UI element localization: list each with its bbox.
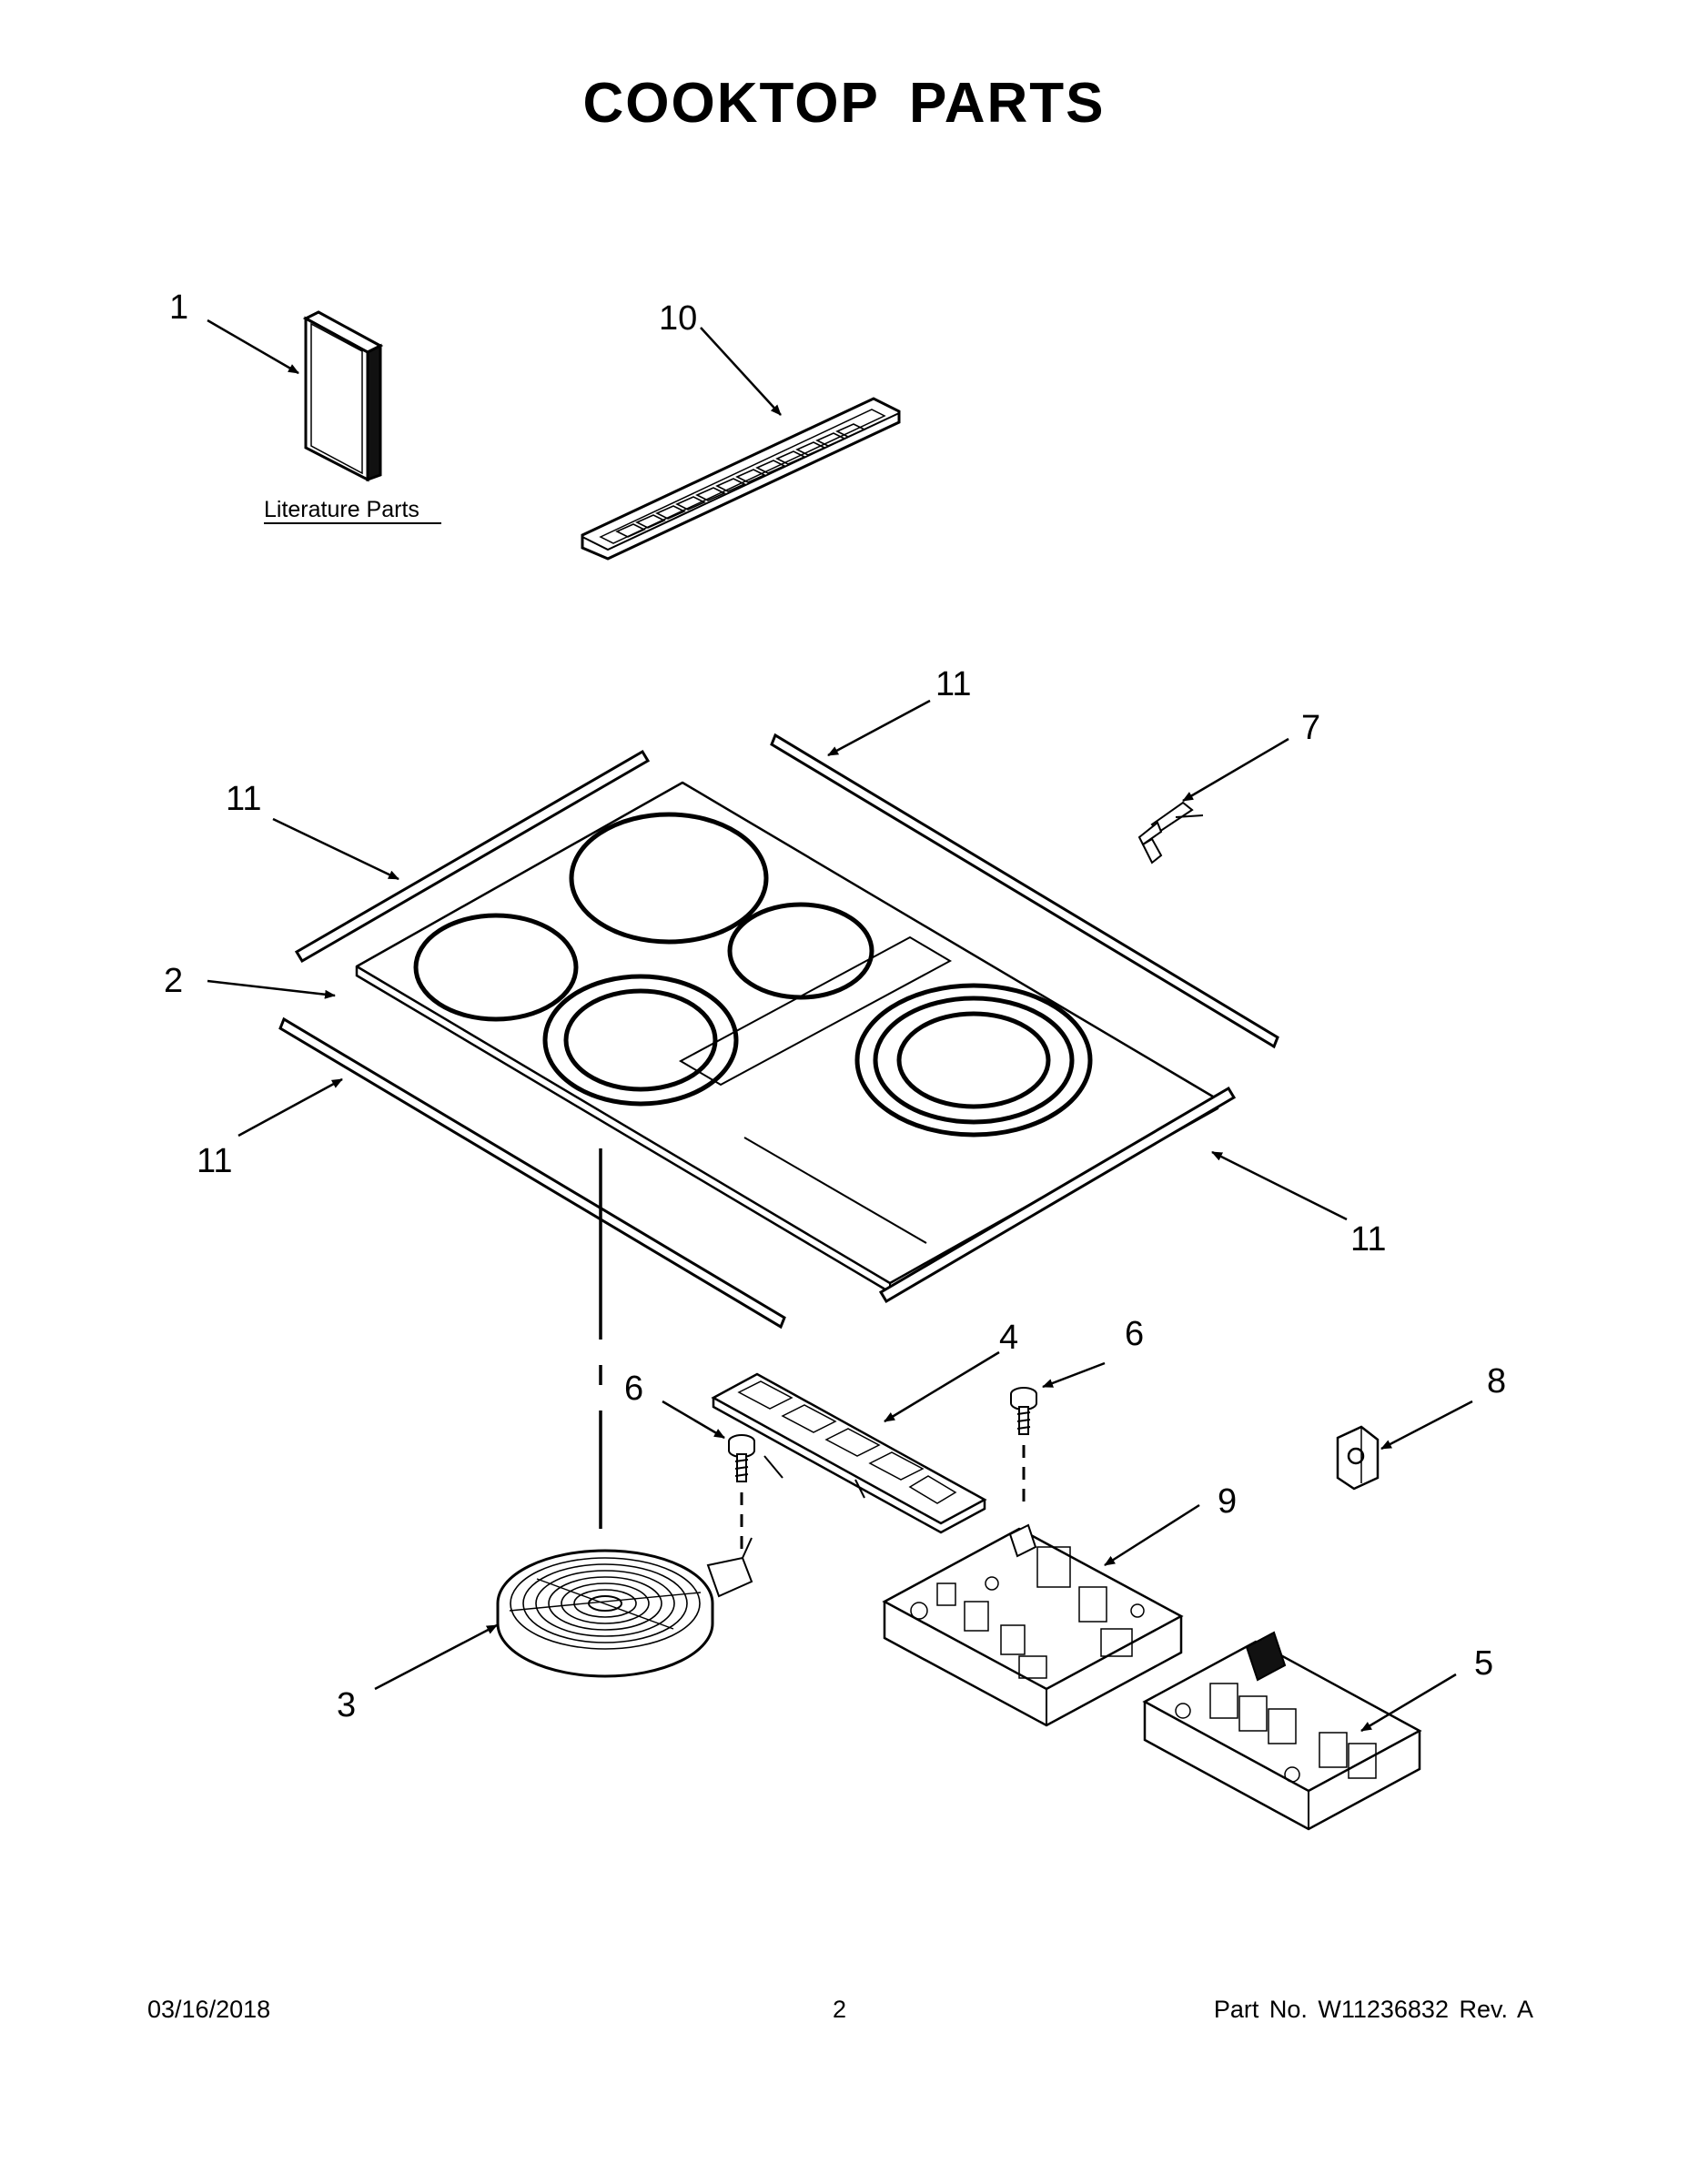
callout-4: 4 [999, 1319, 1018, 1357]
callout-10: 10 [659, 299, 697, 338]
callout-2: 2 [164, 962, 183, 1000]
vent-grille [581, 397, 901, 561]
callout-8: 8 [1487, 1362, 1506, 1400]
callout-11-lower-left: 11 [197, 1142, 232, 1180]
callout-1: 1 [169, 288, 188, 327]
radiant-element [496, 1537, 753, 1678]
callout-11-right: 11 [1350, 1220, 1386, 1259]
footer-date: 03/16/2018 [147, 1996, 271, 2023]
footer-part-number: Part No. W11236832 Rev. A [1213, 1996, 1533, 2023]
page-title: COOKTOP PARTS [582, 72, 1106, 135]
callout-11-left: 11 [226, 780, 261, 818]
callout-11-top: 11 [935, 665, 971, 703]
limiter-bracket [1336, 1425, 1380, 1491]
footer-page-number: 2 [833, 1996, 847, 2023]
relay-board-5 [1142, 1631, 1422, 1831]
control-board [711, 1372, 987, 1534]
power-board-9 [882, 1523, 1184, 1727]
screw-right [1010, 1387, 1037, 1435]
screw-left [728, 1434, 755, 1482]
literature-parts-label: Literature Parts [264, 497, 419, 522]
callout-5: 5 [1474, 1644, 1493, 1683]
retaining-clip [1137, 801, 1204, 864]
callout-3: 3 [337, 1686, 356, 1724]
burner-rings [413, 812, 1093, 1138]
callout-6-right: 6 [1125, 1315, 1144, 1353]
cooktop-glass [355, 781, 1219, 1294]
callout-9: 9 [1218, 1482, 1237, 1521]
trim-strips [278, 733, 1279, 1330]
leader-arrows [207, 318, 1473, 1733]
literature-booklet [302, 310, 384, 482]
callout-6-left: 6 [624, 1370, 643, 1408]
callout-7: 7 [1301, 709, 1320, 747]
